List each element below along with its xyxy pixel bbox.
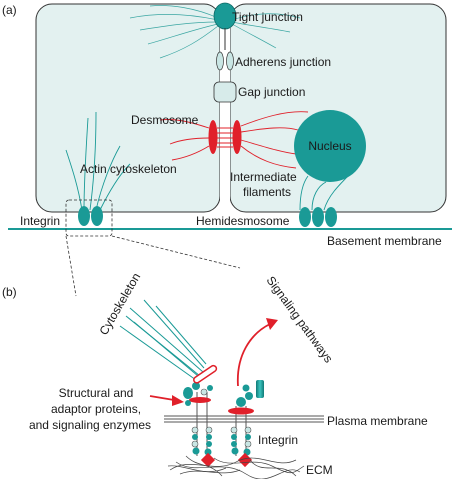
- intercellular-space: [220, 4, 230, 212]
- label-integrin-b: Integrin: [258, 433, 298, 447]
- label-structural-1: Structural and: [59, 386, 134, 400]
- gap-junction: [213, 81, 237, 103]
- panel-b-label: (b): [2, 285, 17, 299]
- label-nucleus: Nucleus: [308, 139, 351, 153]
- label-plasma-membrane: Plasma membrane: [327, 414, 428, 428]
- signaling-arrowhead: [266, 318, 278, 330]
- label-actin-cytoskeleton: Actin cytoskeleton: [80, 162, 177, 176]
- left-cell: [35, 3, 221, 213]
- label-gap-junction: Gap junction: [238, 85, 305, 99]
- label-structural-2: adaptor proteins,: [51, 402, 141, 416]
- integrin-complex-left: [183, 364, 218, 468]
- signaling-arrow: [237, 323, 271, 387]
- label-integrin-a: Integrin: [20, 214, 60, 228]
- adherens-junction: [216, 51, 234, 71]
- zoom-line-left: [65, 235, 77, 297]
- label-structural-3: and signaling enzymes: [29, 418, 151, 432]
- label-intermediate-filaments-2: filaments: [243, 185, 291, 199]
- structural-arrowhead: [172, 395, 184, 406]
- label-hemidesmosome: Hemidesmosome: [196, 214, 290, 228]
- ecm-mesh: [167, 455, 305, 479]
- intermediate-filaments: [159, 111, 309, 169]
- panel-a-label: (a): [2, 3, 17, 17]
- label-ecm: ECM: [306, 463, 333, 477]
- zoom-box: [65, 199, 113, 237]
- hemidesmosome-filaments: [299, 171, 353, 211]
- plasma-membrane: [164, 415, 324, 423]
- tight-junction-fibers: [129, 5, 301, 59]
- zoom-line-right: [111, 235, 241, 269]
- cytoskeleton-fibers: [119, 299, 207, 381]
- label-tight-junction: Tight junction: [232, 10, 303, 24]
- label-intermediate-filaments-1: Intermediate: [230, 170, 297, 184]
- label-adherens-junction: Adherens junction: [235, 55, 331, 69]
- nucleus: [294, 110, 366, 182]
- desmosome: [208, 120, 242, 154]
- integrin-a: [78, 206, 103, 226]
- actin-cytoskeleton: [65, 111, 131, 211]
- hemidesmosome: [299, 207, 337, 227]
- structural-arrow: [149, 395, 175, 401]
- label-cytoskeleton: Cytoskeleton: [96, 270, 143, 337]
- label-desmosome: Desmosome: [131, 113, 199, 127]
- label-basement-membrane: Basement membrane: [327, 234, 442, 248]
- integrin-complex-right: [228, 380, 264, 468]
